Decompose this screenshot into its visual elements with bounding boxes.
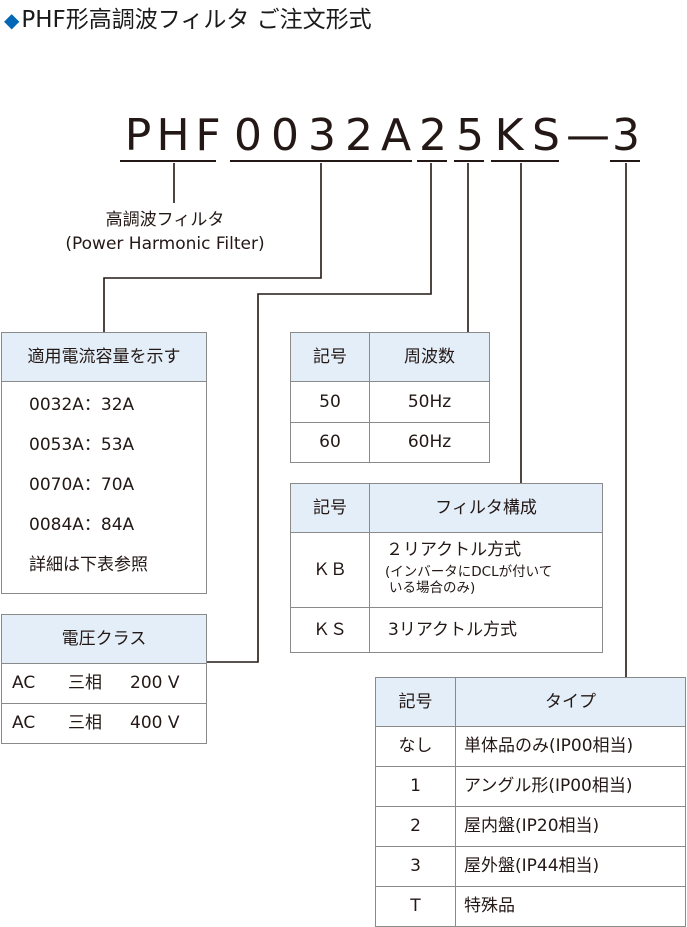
diamond-icon: ◆ [4, 8, 20, 32]
filter-table: 記号 フィルタ構成 ＫＢ ２リアクトル方式 (インバータにDCLが付いて いる場… [290, 483, 603, 653]
code-char: 0 [271, 110, 299, 161]
type-value: 特殊品 [464, 896, 515, 916]
code-char: F [195, 110, 221, 161]
underline-frequency [454, 160, 484, 162]
capacity-row: 0070A：70A [29, 475, 135, 495]
underline-type [610, 160, 640, 162]
filter-table-header [291, 484, 602, 532]
type-table-header [376, 678, 685, 726]
page-title-text: PHF形高調波フィルタ ご注文形式 [21, 7, 372, 33]
voltage-table-header [2, 615, 206, 663]
type-code: 1 [410, 776, 421, 796]
capacity-note: 詳細は下表参照 [29, 555, 148, 575]
underline-phf [120, 160, 216, 162]
filter-header-code: 記号 [313, 498, 347, 518]
page-title: ◆PHF形高調波フィルタ ご注文形式 [4, 4, 372, 36]
filter-code: ＫＢ [313, 560, 347, 580]
code-char: 2 [345, 110, 373, 161]
filter-note-line2: いる場合のみ) [389, 580, 476, 596]
voltage-value: 200 V [130, 673, 180, 693]
voltage-ac: AC [12, 713, 36, 733]
code-char: 0 [234, 110, 262, 161]
voltage-ac: AC [12, 673, 36, 693]
voltage-header-text: 電圧クラス [61, 629, 147, 649]
frequency-code: 60 [319, 432, 341, 452]
filter-value: 3リアクトル方式 [388, 620, 517, 640]
underline-voltage [417, 160, 447, 162]
product-label-line2: (Power Harmonic Filter) [65, 234, 265, 254]
code-char: — [566, 110, 610, 161]
code-char: P [124, 110, 152, 161]
type-value: 屋外盤(IP44相当) [464, 856, 600, 876]
code-char: S [532, 110, 560, 161]
code-char: 5 [456, 110, 484, 161]
type-code: なし [398, 736, 433, 756]
type-header-code: 記号 [398, 692, 433, 712]
underline-capacity [230, 160, 412, 162]
code-char: A [380, 110, 412, 161]
type-code: T [410, 896, 421, 916]
voltage-table: 電圧クラス AC 三相 200 V AC 三相 400 V [1, 614, 207, 744]
filter-header-value: フィルタ構成 [435, 498, 537, 518]
frequency-table-header [291, 333, 489, 381]
type-code: 3 [410, 856, 421, 876]
code-char: H [156, 110, 190, 161]
type-value: 屋内盤(IP20相当) [464, 816, 600, 836]
frequency-header-code: 記号 [313, 347, 347, 367]
capacity-table-header [2, 333, 206, 381]
connector-voltage [207, 163, 432, 663]
frequency-value: 60Hz [407, 432, 452, 452]
filter-value: ２リアクトル方式 [386, 540, 522, 560]
type-value: 単体品のみ(IP00相当) [464, 736, 634, 756]
voltage-value: 400 V [130, 713, 180, 733]
frequency-code: 50 [319, 392, 341, 412]
type-table: 記号 タイプ なし 単体品のみ(IP00相当) 1 アングル形(IP00相当) … [375, 677, 686, 927]
product-label-line1: 高調波フィルタ [105, 210, 225, 230]
underline-filter [491, 160, 559, 162]
capacity-row: 0053A：53A [29, 435, 135, 455]
type-value: アングル形(IP00相当) [464, 776, 633, 796]
frequency-header-value: 周波数 [404, 347, 455, 367]
filter-note-line1: (インバータにDCLが付いて [385, 564, 553, 580]
capacity-row: 0032A：32A [29, 395, 135, 415]
voltage-phase: 三相 [68, 713, 102, 733]
code-char: 3 [308, 110, 336, 161]
capacity-header-text: 適用電流容量を示す [27, 347, 181, 367]
capacity-row: 0084A：84A [29, 515, 135, 535]
type-code: 2 [410, 816, 421, 836]
voltage-phase: 三相 [68, 673, 102, 693]
code-char: 2 [419, 110, 447, 161]
frequency-table: 記号 周波数 50 50Hz 60 60Hz [290, 332, 490, 463]
filter-code: ＫＳ [313, 620, 347, 640]
frequency-value: 50Hz [407, 392, 452, 412]
type-header-value: タイプ [545, 692, 596, 712]
connector-capacity [103, 163, 322, 333]
code-char: 3 [612, 110, 640, 161]
code-char: K [494, 110, 524, 161]
capacity-table: 適用電流容量を示す 0032A：32A 0053A：53A 0070A：70A … [1, 332, 207, 594]
